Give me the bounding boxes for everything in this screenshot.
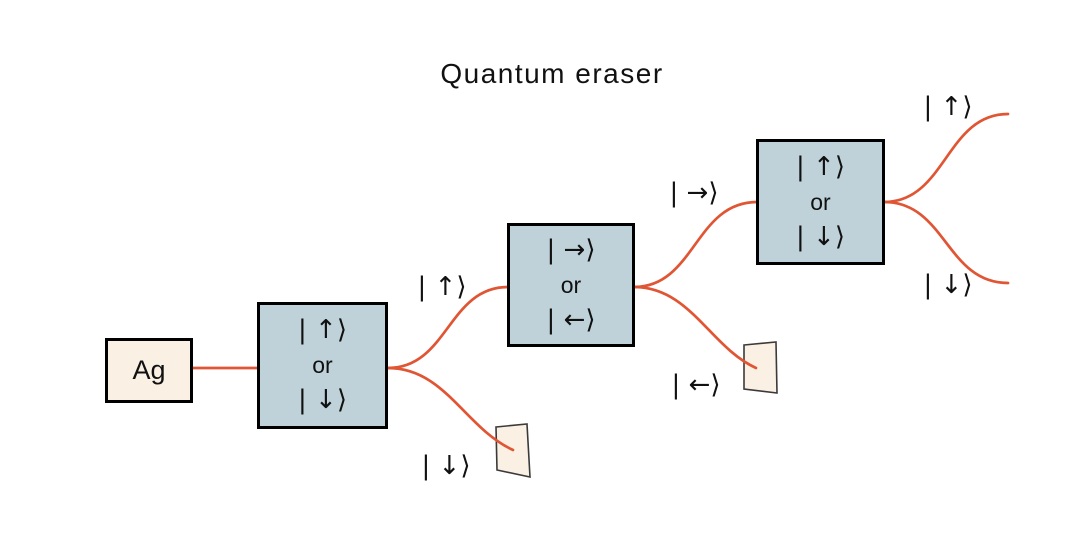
analyzer1-or-label: or — [312, 352, 333, 378]
spin-analyzer-box-2: | →⟩ or | ←⟩ — [507, 223, 635, 347]
analyzer1-state-up: | ↑⟩ — [298, 315, 347, 345]
beam-label-spin-right: | →⟩ — [669, 178, 719, 208]
analyzer2-or-label: or — [560, 271, 582, 298]
beam-down-analyzer3-output — [882, 200, 1010, 285]
spin-analyzer-box-1: | ↑⟩ or | ↓⟩ — [257, 302, 388, 429]
analyzer1-state-down: | ↓⟩ — [298, 385, 347, 415]
source-label: Ag — [132, 355, 166, 385]
beam-up-analyzer3-output — [882, 112, 1010, 204]
beam-left-analyzer2-to-screen2 — [632, 285, 758, 370]
beam-right-analyzer2-to-analyzer3 — [632, 200, 759, 289]
silver-atom-source-box: Ag — [105, 338, 193, 403]
diagram-title: Quantum eraser — [440, 58, 664, 89]
analyzer3-state-down: | ↓⟩ — [796, 221, 845, 252]
beam-label-spin-left: | ←⟩ — [671, 370, 721, 400]
beam-label-spin-down-1: | ↓⟩ — [421, 451, 471, 481]
beam-blocker-screen-2 — [743, 341, 778, 394]
beam-label-spin-down-2: | ↓⟩ — [923, 270, 973, 300]
analyzer3-or-label: or — [810, 188, 831, 215]
analyzer2-state-right: | →⟩ — [546, 234, 596, 265]
beam-up-analyzer1-to-analyzer2 — [386, 285, 510, 370]
beam-down-analyzer1-to-screen1 — [386, 366, 515, 452]
beam-label-spin-up-1: | ↑⟩ — [417, 272, 467, 302]
analyzer2-state-left: | ←⟩ — [546, 304, 596, 335]
spin-analyzer-box-3: | ↑⟩ or | ↓⟩ — [756, 139, 885, 265]
analyzer3-state-up: | ↑⟩ — [796, 151, 845, 182]
beam-label-spin-up-2: | ↑⟩ — [923, 92, 973, 122]
